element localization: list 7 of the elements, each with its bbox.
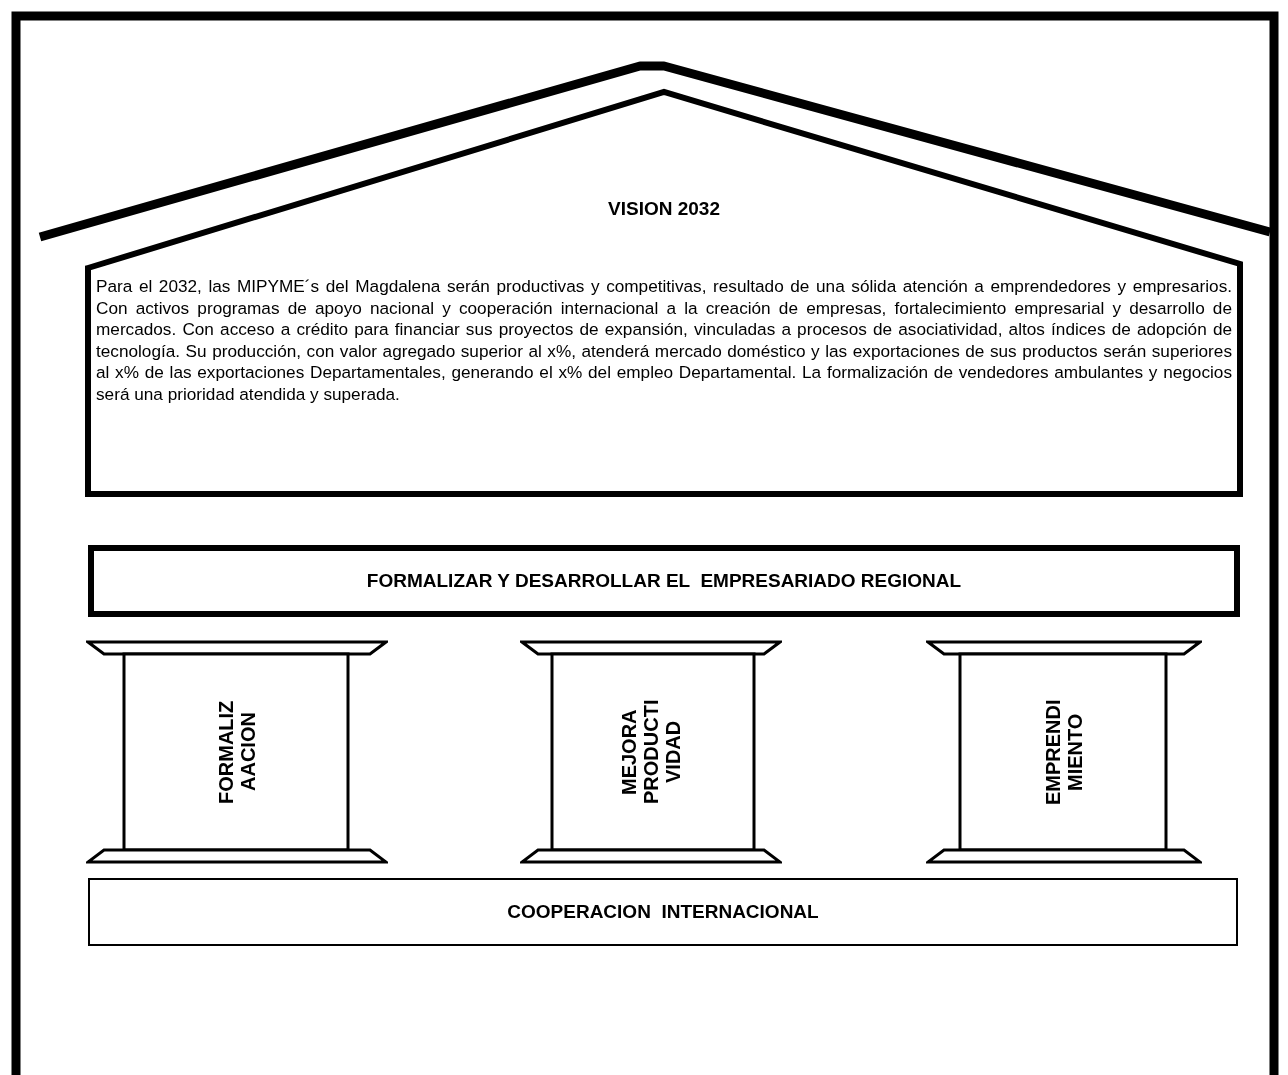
- pillar-label: MEJORA PRODUCTI VIDAD: [618, 698, 684, 807]
- pillar-label: EMPRENDI MIENTO: [1042, 698, 1086, 807]
- beam-box: FORMALIZAR Y DESARROLLAR EL EMPRESARIADO REGIONAL: [88, 545, 1240, 617]
- pillar-label: FORMALIZ AACION: [215, 699, 259, 806]
- paragraph: Para el 2032, las MIPYME´s del Magdalena serán productivas y competitivas, resultado de una sólida atención a emprendedores y empresarios. Con activos programas de apoyo nacional y cooperación internacional a la creación de empresas, fortalecimiento empresarial y desarrollo de mercados. Con acceso a crédito para financiar sus proyectos de expansión, vinculadas a procesos de asociatividad, altos índices de adopción de tecnología. Su producción, con valor agregado superior al x%, atenderá mercado doméstico y las exportaciones de sus productos serán superiores al x% de las exportaciones Departamentales, generando el x% del empleo Departamental. La formalización de vendedores ambulantes y negocios será una prioridad atendida y superada.: [96, 276, 1232, 406]
- heading: VISION 2032: [607, 198, 721, 220]
- beam-box: COOPERACION INTERNACIONAL: [88, 878, 1238, 946]
